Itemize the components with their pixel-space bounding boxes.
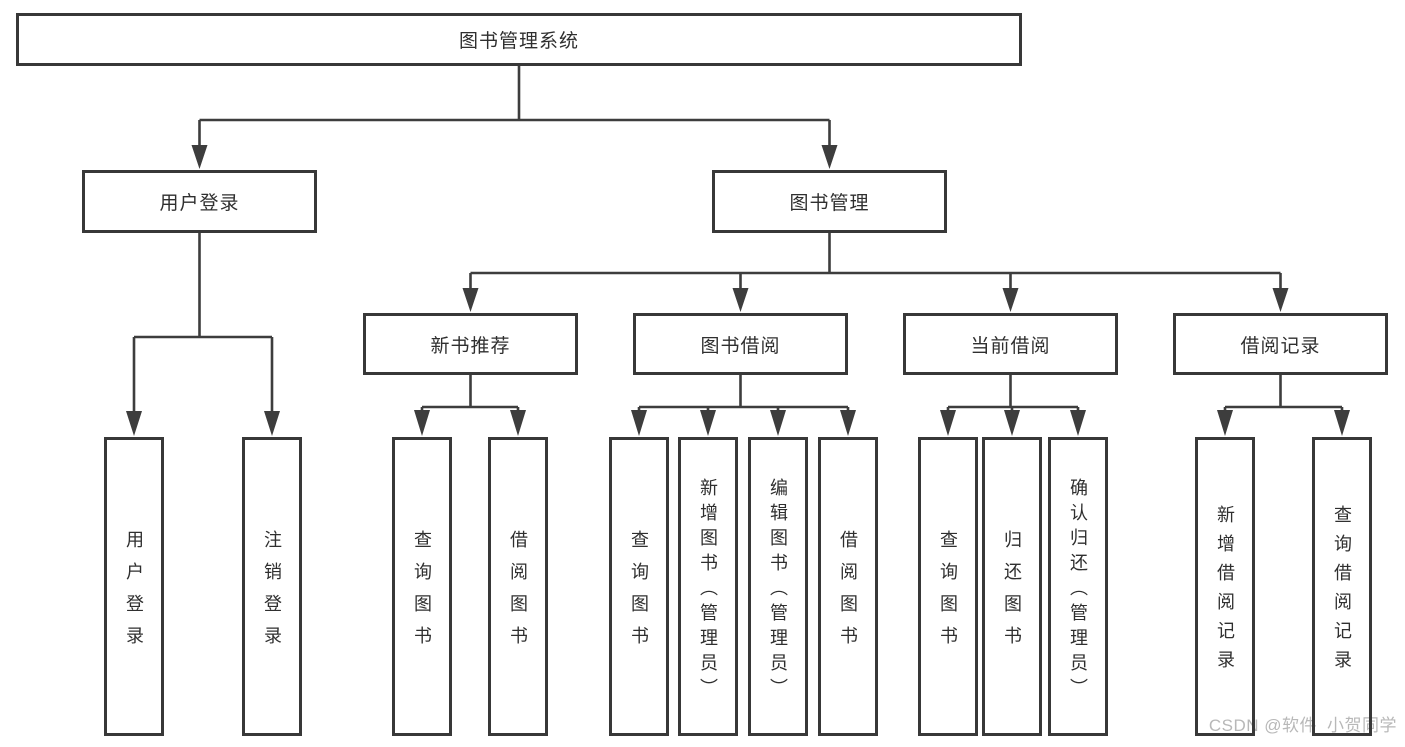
node-label: 查询借阅记录 [1332, 505, 1352, 679]
leaf-records-query-borrow-record: 查询借阅记录 [1312, 437, 1372, 736]
node-book-management: 图书管理 [712, 170, 947, 233]
arrowheads [126, 145, 1350, 436]
leaf-recommend-query-books: 查询图书 [392, 437, 452, 736]
leaf-current-return-books: 归还图书 [982, 437, 1042, 736]
node-label: 图书管理 [789, 193, 870, 214]
node-label: 当前借阅 [970, 335, 1051, 357]
watermark: CSDN @软件_小贺同学 [1208, 716, 1397, 735]
node-label: 借阅图书 [838, 529, 858, 658]
node-label: 编辑图书（管理员） [768, 477, 788, 703]
leaf-records-add-borrow-record: 新增借阅记录 [1195, 437, 1255, 736]
node-label: 新增图书（管理员） [698, 477, 718, 703]
node-user-login: 用户登录 [82, 170, 317, 233]
node-label: 借阅记录 [1240, 335, 1321, 357]
node-current-borrow: 当前借阅 [903, 313, 1118, 375]
leaf-borrow-add-books-admin: 新增图书（管理员） [678, 437, 738, 736]
node-book-borrow: 图书借阅 [633, 313, 848, 375]
node-label: 归还图书 [1002, 529, 1022, 658]
node-label: 查询图书 [412, 529, 432, 658]
leaf-borrow-borrow-books: 借阅图书 [818, 437, 878, 736]
leaf-recommend-borrow-books: 借阅图书 [488, 437, 548, 736]
leaf-user-login: 用户登录 [104, 437, 164, 736]
leaf-logout: 注销登录 [242, 437, 302, 736]
leaf-current-query-books: 查询图书 [918, 437, 978, 736]
leaf-borrow-edit-books-admin: 编辑图书（管理员） [748, 437, 808, 736]
node-label: 用户登录 [159, 193, 240, 214]
node-label: 图书借阅 [700, 335, 781, 357]
node-root-library-management-system: 图书管理系统 [16, 13, 1022, 66]
node-borrow-records: 借阅记录 [1173, 313, 1388, 375]
node-label: 查询图书 [629, 529, 649, 658]
node-label: 新书推荐 [430, 335, 511, 357]
node-label: 新增借阅记录 [1215, 505, 1235, 679]
node-label: 确认归还（管理员） [1068, 477, 1088, 703]
leaf-borrow-query-books: 查询图书 [609, 437, 669, 736]
node-label: 图书管理系统 [458, 31, 579, 52]
node-label: 查询图书 [938, 529, 958, 658]
node-label: 用户登录 [124, 529, 144, 658]
node-label: 借阅图书 [508, 529, 528, 658]
leaf-current-confirm-return-admin: 确认归还（管理员） [1048, 437, 1108, 736]
node-label: 注销登录 [262, 529, 282, 658]
node-new-book-recommend: 新书推荐 [363, 313, 578, 375]
